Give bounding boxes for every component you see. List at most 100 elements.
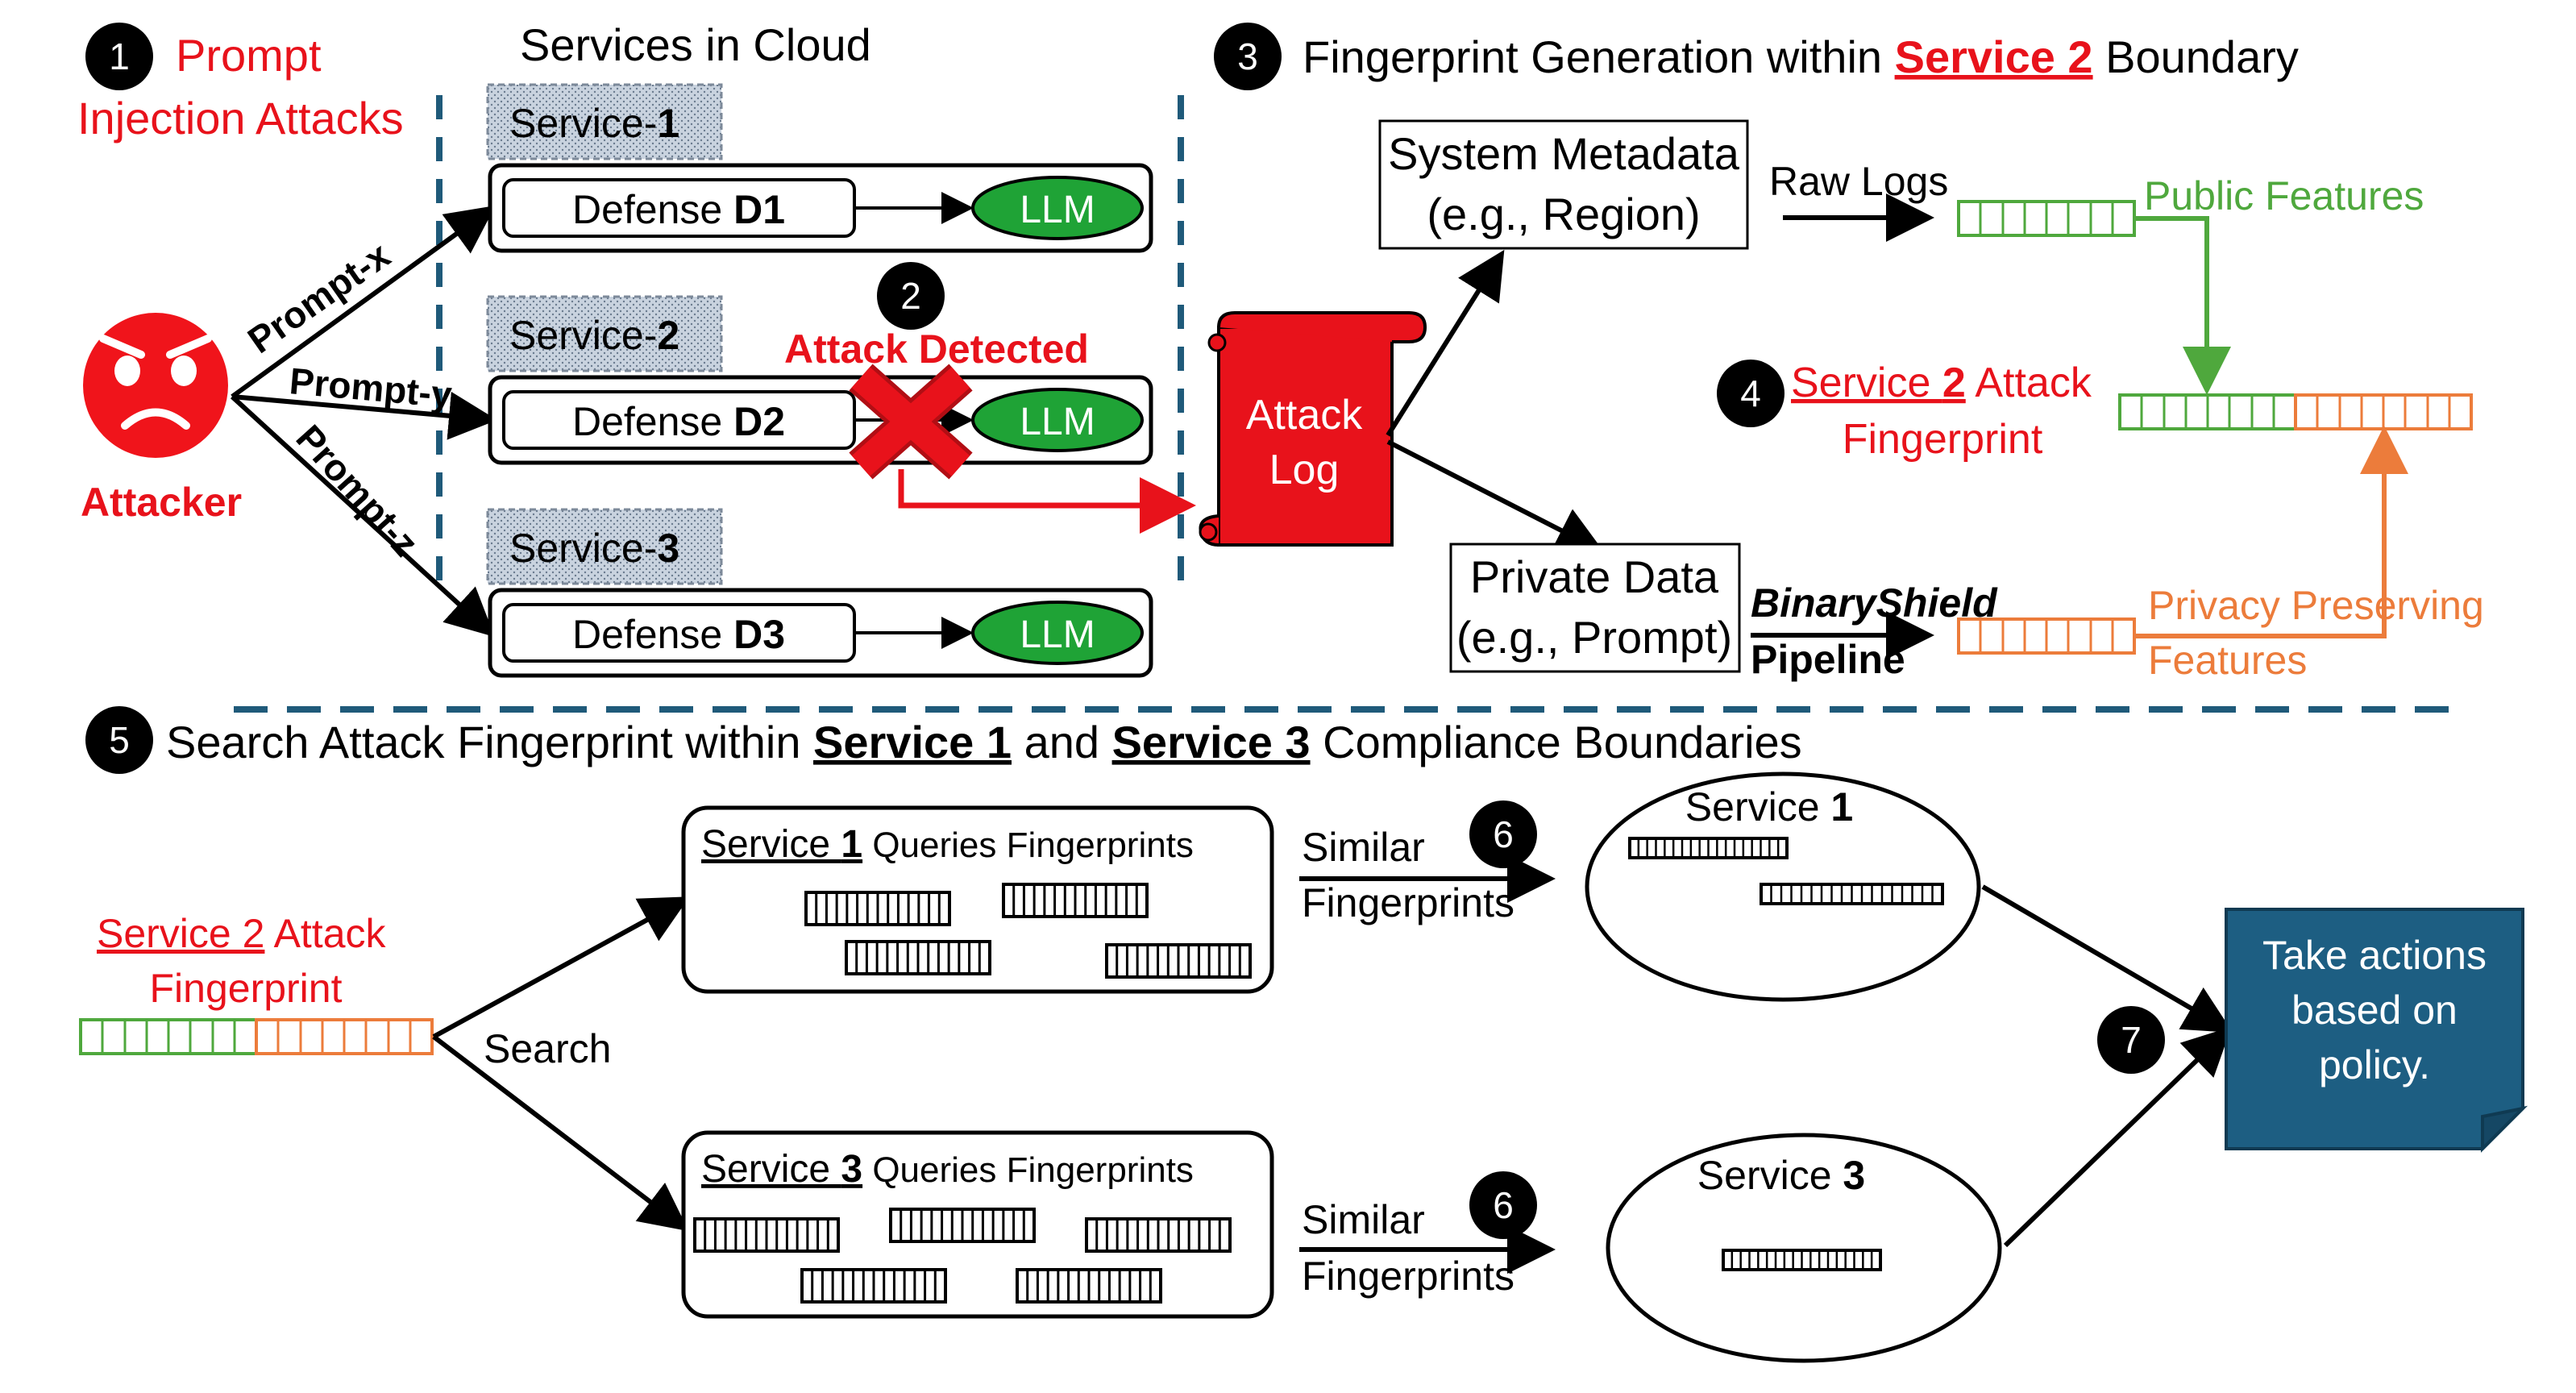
svg-text:6: 6	[1493, 813, 1514, 855]
step5-title: Search Attack Fingerprint within Service…	[166, 717, 1802, 767]
angry-face-icon	[83, 313, 228, 458]
metadata-line2: (e.g., Region)	[1427, 189, 1700, 239]
prompt-x-label: Prompt-x	[240, 234, 398, 362]
svg-text:Service-1: Service-1	[509, 101, 679, 146]
scroll-icon	[1199, 311, 1427, 547]
arrow-detected-to-log	[898, 469, 1196, 534]
private-feature-vector	[1957, 617, 2136, 655]
privacy-features-line2: Features	[2148, 638, 2307, 683]
defense-d3-box	[502, 603, 856, 663]
similar-1-line2: Fingerprints	[1302, 880, 1514, 925]
query-box-1-title: Service 1 Queries Fingerprints	[701, 823, 1194, 866]
arrow-prompt-x	[231, 205, 496, 399]
service-1-group: Service-1 Defense D1 LLM	[486, 83, 1153, 253]
metadata-box	[1378, 119, 1749, 250]
pipeline-label-line1: BinaryShield	[1751, 580, 1998, 626]
llm-2	[971, 388, 1144, 452]
arrow-log-to-private	[1386, 439, 1605, 553]
query-fingerprint-vector	[79, 1018, 434, 1055]
svg-text:Service-3: Service-3	[509, 526, 679, 571]
step4-label-line1: Service 2 Attack	[1791, 360, 2092, 406]
step5-badge: 5	[85, 706, 153, 774]
step3-title: Fingerprint Generation within Service 2 …	[1303, 31, 2299, 82]
defense-d1-box	[502, 178, 856, 238]
similar-3-line1: Similar	[1302, 1197, 1425, 1242]
prompt-z-label: Prompt-z	[289, 417, 427, 564]
stored-fingerprints-1	[804, 883, 1252, 979]
svg-text:Service-2: Service-2	[509, 313, 679, 358]
public-feature-vector	[1957, 200, 2136, 237]
raw-logs-label: Raw Logs	[1769, 159, 1948, 204]
attack-log-line1: Attack	[1246, 392, 1363, 439]
similar-1-line1: Similar	[1302, 825, 1425, 870]
step6-badge-1: 6	[1469, 800, 1537, 868]
step4-label-line2: Fingerprint	[1843, 416, 2043, 463]
svg-text:5: 5	[109, 719, 130, 761]
service2-fingerprint-vector	[2118, 393, 2473, 430]
svg-text:Defense D1: Defense D1	[572, 187, 785, 232]
service-1-tag	[486, 83, 723, 160]
step2-badge: 2	[877, 262, 945, 330]
svg-text:2: 2	[900, 275, 921, 317]
policy-line2: based on	[2291, 988, 2458, 1033]
fingerprint-label-line2: Fingerprint	[150, 966, 343, 1011]
public-features-label: Public Features	[2144, 173, 2424, 218]
result-3-title: Service 3	[1697, 1153, 1865, 1198]
step3-badge: 3	[1214, 23, 1282, 90]
svg-text:7: 7	[2121, 1019, 2142, 1061]
metadata-line1: System Metadata	[1388, 128, 1740, 179]
llm-1	[971, 176, 1144, 240]
arrow-private-to-fingerprint	[2134, 426, 2408, 638]
cloud-title: Services in Cloud	[520, 19, 871, 70]
private-data-line2: (e.g., Prompt)	[1456, 612, 1732, 663]
llm-3	[971, 601, 1144, 665]
svg-text:Defense D2: Defense D2	[572, 399, 785, 444]
arrow-log-to-metadata	[1386, 249, 1505, 437]
arrow-search-down	[432, 1034, 689, 1232]
svg-text:LLM: LLM	[1020, 189, 1095, 231]
svg-text:3: 3	[1237, 35, 1258, 77]
step4-badge: 4	[1717, 360, 1785, 427]
arrow-result1-to-policy	[1981, 884, 2233, 1033]
attack-detected-label: Attack Detected	[784, 326, 1089, 372]
pipeline-label-line2: Pipeline	[1751, 637, 1905, 682]
step1-title-line2: Injection Attacks	[77, 93, 404, 143]
policy-line3: policy.	[2319, 1042, 2430, 1087]
private-data-line1: Private Data	[1470, 551, 1719, 602]
service-2-tag	[486, 295, 723, 372]
query-box-3-title: Service 3 Queries Fingerprints	[701, 1148, 1194, 1191]
service-3-tag	[486, 508, 723, 585]
private-data-box	[1449, 543, 1741, 673]
arrow-prompt-y	[231, 391, 497, 440]
prompt-y-label: Prompt-y	[288, 360, 454, 415]
service-2-group: Service-2 Defense D2 LLM	[486, 295, 1153, 465]
stored-fingerprints-3	[693, 1208, 1232, 1304]
arrow-result3-to-policy	[2003, 1026, 2232, 1248]
arrow-search-up	[432, 896, 690, 1039]
defense-d2-box	[502, 390, 856, 450]
result-ellipse-service-3	[1606, 1133, 2002, 1363]
svg-text:1: 1	[109, 35, 130, 77]
attacker-label: Attacker	[81, 480, 242, 525]
search-label: Search	[484, 1026, 611, 1071]
step1-badge: 1	[85, 23, 153, 90]
svg-text:LLM: LLM	[1020, 401, 1095, 443]
svg-text:LLM: LLM	[1020, 613, 1095, 656]
result-1-title: Service 1	[1685, 784, 1853, 830]
arrow-public-to-fingerprint	[2134, 216, 2231, 395]
fingerprint-label-line1: Service 2 Attack	[97, 911, 387, 956]
attack-log-line2: Log	[1269, 447, 1340, 493]
privacy-features-line1: Privacy Preserving	[2148, 583, 2484, 628]
service-3-group: Service-3 Defense D3 LLM	[486, 508, 1153, 678]
policy-line1: Take actions	[2262, 933, 2487, 978]
red-x-icon	[849, 364, 973, 480]
arrow-prompt-z	[230, 394, 495, 638]
policy-note	[2225, 908, 2528, 1153]
svg-text:4: 4	[1740, 372, 1761, 414]
step1-title-line1: Prompt	[176, 30, 322, 81]
step7-badge: 7	[2097, 1006, 2165, 1074]
svg-text:Defense D3: Defense D3	[572, 612, 785, 657]
svg-text:6: 6	[1493, 1184, 1514, 1226]
similar-3-line2: Fingerprints	[1302, 1254, 1514, 1299]
